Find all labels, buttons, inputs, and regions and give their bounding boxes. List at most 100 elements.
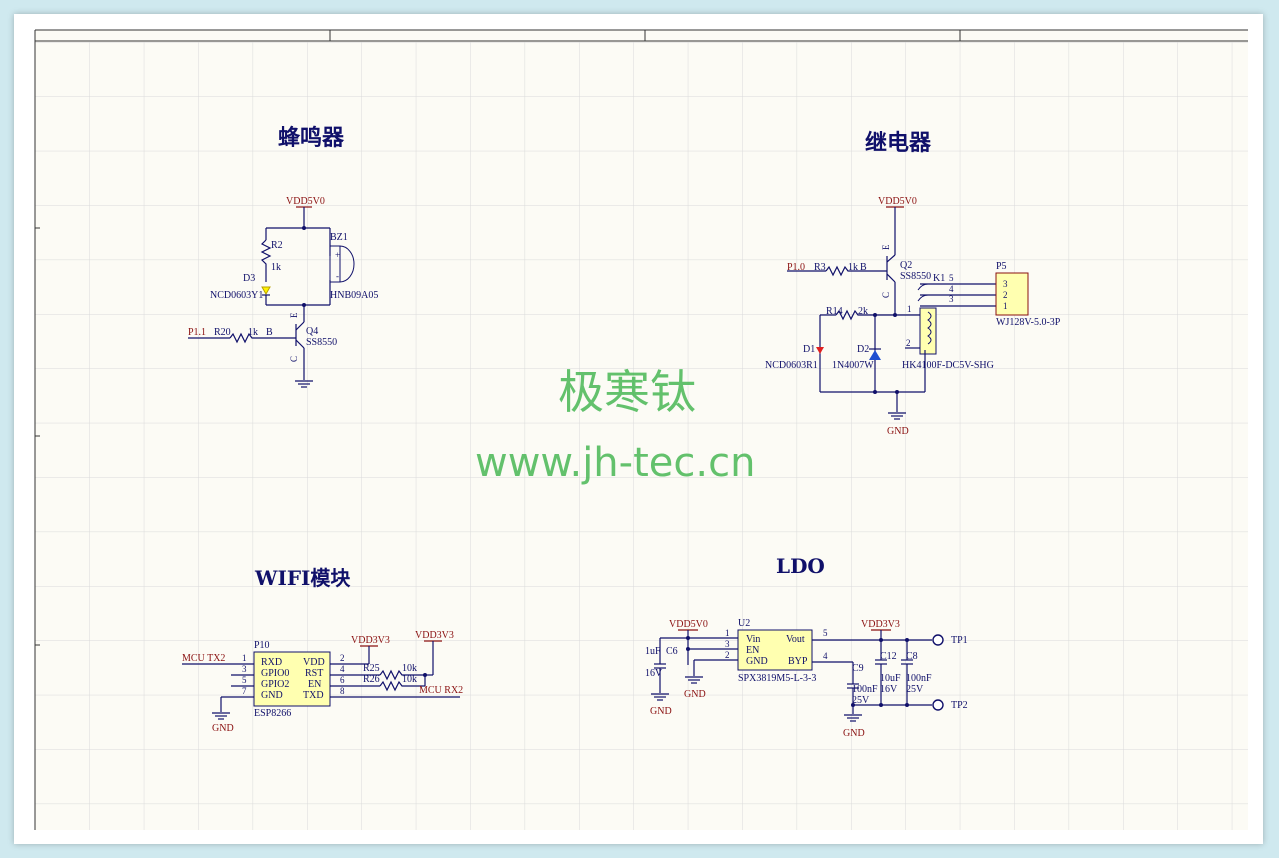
bz1-part: HNB09A05	[330, 290, 378, 301]
tp1-label: TP1	[951, 635, 968, 646]
r14-value: 2k	[858, 306, 868, 317]
buzzer-bz1-icon	[339, 245, 355, 283]
q2-part: SS8550	[900, 271, 931, 282]
bz1-label: BZ1	[330, 232, 348, 243]
q2-b: B	[860, 262, 867, 273]
p11-net: P1.1	[188, 327, 206, 338]
c9-label: C9	[852, 663, 864, 674]
p5-label: P5	[996, 261, 1007, 272]
num-4: 4	[340, 664, 345, 674]
k1-pin3: 3	[949, 294, 954, 304]
r26-label: R26	[363, 674, 380, 685]
pin-en: EN	[308, 679, 321, 690]
grid	[35, 42, 1248, 830]
resistor-r26	[379, 680, 425, 692]
u2-num1: 1	[725, 628, 730, 638]
num-6: 6	[340, 675, 345, 685]
resistor-r3	[825, 265, 887, 277]
num-8: 8	[340, 686, 345, 696]
tp2-label: TP2	[951, 700, 968, 711]
relay-k1-coil	[919, 307, 937, 355]
pin-gnd: GND	[261, 690, 283, 701]
testpoint-tp2	[932, 699, 944, 711]
num-2: 2	[340, 653, 345, 663]
c12-voltage: 16V	[880, 684, 898, 695]
connector-p5	[995, 272, 1029, 316]
c6-value: 1uF	[645, 646, 661, 657]
pin-rxd: RXD	[261, 657, 282, 668]
d2-part: 1N4007W	[832, 360, 874, 371]
title-buzzer: 蜂鸣器	[278, 125, 345, 151]
c9-voltage: 25V	[852, 695, 870, 706]
c8-label: C8	[906, 651, 918, 662]
c6-voltage: 16V	[645, 668, 663, 679]
ldo-gnd-u2: GND	[684, 689, 706, 700]
resistor-r25	[379, 669, 425, 681]
buzzer-circuit: VDD5V0 R2 1k D3 NCD0603Y1 + - BZ1 HNB09A…	[188, 196, 378, 388]
k1-part: HK4100F-DC5V-SHG	[902, 360, 994, 371]
c8-voltage: 25V	[906, 684, 924, 695]
pin-rst: RST	[305, 668, 323, 679]
title-wifi: WIFI模块	[254, 566, 351, 590]
u2-num4: 4	[823, 651, 828, 661]
r14-label: R14	[826, 306, 843, 317]
u2-num3: 3	[725, 639, 730, 649]
r3-value: 1k	[848, 262, 858, 273]
q4-b: B	[266, 327, 273, 338]
q4-part: SS8550	[306, 337, 337, 348]
mcu-tx-net: MCU TX2	[182, 653, 225, 664]
buzzer-bz1-body	[329, 245, 341, 283]
ldo-u2	[737, 629, 813, 671]
num-7: 7	[242, 686, 247, 696]
u2-num5: 5	[823, 628, 828, 638]
k1-pin5: 5	[949, 273, 954, 283]
r2-label: R2	[271, 240, 283, 251]
p10-net: P1.0	[787, 262, 805, 273]
wifi-circuit: MCU TX2 GND P10 ESP8266 RXD GPIO0 GPIO2 …	[182, 630, 463, 734]
pin-gnd: GND	[746, 656, 768, 667]
esp-part: ESP8266	[254, 708, 291, 719]
ldo-vdd-out: VDD3V3	[861, 619, 900, 630]
k1-pin4: 4	[949, 284, 954, 294]
u2-label: U2	[738, 618, 750, 629]
num-3: 3	[242, 664, 247, 674]
c12-value: 10uF	[880, 673, 901, 684]
bz-plus: +	[335, 250, 340, 260]
p5-pin2: 2	[1003, 290, 1008, 300]
c6-label: C6	[666, 646, 678, 657]
wifi-vdd2: VDD3V3	[415, 630, 454, 641]
d1-label: D1	[803, 344, 815, 355]
d3-label: D3	[243, 273, 255, 284]
q4-e: E	[289, 312, 299, 318]
wifi-vdd: VDD3V3	[351, 635, 390, 646]
pin-en: EN	[746, 645, 759, 656]
testpoint-tp1	[932, 634, 944, 646]
relay-gnd: GND	[887, 426, 909, 437]
pin-vin: Vin	[746, 634, 760, 645]
d1-part: NCD0603R1	[765, 360, 818, 371]
relay-circuit: VDD5V0 E C Q2 SS8550 P1.0 R3 1k B R14 2k…	[765, 196, 1061, 437]
q2-e: E	[881, 244, 891, 250]
diode-d2-icon	[869, 350, 881, 360]
c12-label: C12	[880, 651, 897, 662]
ldo-circuit: VDD5V0 GND 1uF C6 16V GND U2 SPX3819M5-L…	[645, 618, 968, 739]
r20-label: R20	[214, 327, 231, 338]
bz-minus: -	[336, 271, 339, 281]
p5-part: WJ128V-5.0-3P	[996, 317, 1061, 328]
resistor-r2	[260, 239, 272, 282]
p5-pin1: 1	[1003, 301, 1008, 311]
k1-pin2: 2	[906, 338, 911, 348]
d2-label: D2	[857, 344, 869, 355]
esp8266-module	[253, 651, 331, 707]
r20-value: 1k	[248, 327, 258, 338]
led-d1-icon	[816, 347, 824, 354]
led-d3-icon	[261, 286, 271, 296]
wifi-gnd: GND	[212, 723, 234, 734]
q2-label: Q2	[900, 260, 912, 271]
p10-label: P10	[254, 640, 270, 651]
watermark-url: www.jh-tec.cn	[475, 440, 755, 486]
d3-part: NCD0603Y1	[210, 290, 263, 301]
num-1: 1	[242, 653, 247, 663]
c9-value: 100nF	[852, 684, 878, 695]
